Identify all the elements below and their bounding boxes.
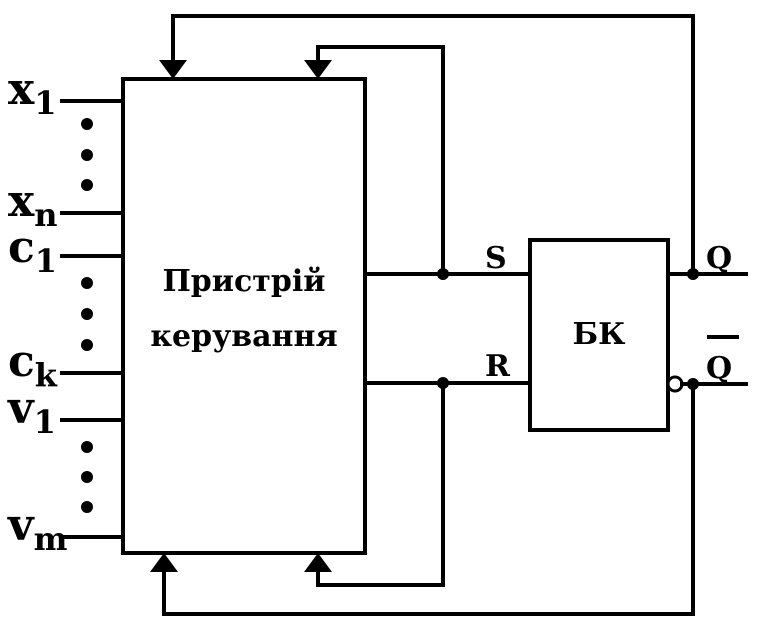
ellipsis-dot bbox=[81, 441, 93, 453]
arrow-down-icon bbox=[304, 60, 332, 79]
input-labels: x1 xn c1 ck v1 vm bbox=[7, 64, 68, 558]
ellipsis-dot bbox=[81, 277, 93, 289]
ellipsis-dot bbox=[81, 339, 93, 351]
q-bar-feedback-loop bbox=[162, 382, 695, 616]
control-unit-block bbox=[121, 77, 367, 555]
control-unit-label-line2: керування bbox=[150, 319, 337, 354]
input-label-v1: v1 bbox=[7, 383, 56, 441]
input-label-xn: xn bbox=[8, 176, 58, 234]
ellipsis-dots bbox=[81, 118, 93, 513]
ellipsis-dot bbox=[81, 308, 93, 320]
flipflop-label: БК bbox=[573, 317, 626, 352]
arrow-up-icon bbox=[304, 553, 332, 572]
input-label-vm: vm bbox=[7, 500, 68, 558]
q-bar-output-label: Q bbox=[706, 351, 732, 386]
input-label-x1: x1 bbox=[8, 64, 57, 122]
control-unit-label-line1: Пристрій bbox=[162, 264, 325, 299]
r-feedback-loop bbox=[316, 381, 445, 587]
q-output-label: Q bbox=[706, 241, 732, 276]
s-feedback-loop bbox=[316, 45, 445, 276]
inversion-bubble bbox=[666, 375, 684, 393]
ellipsis-dot bbox=[81, 501, 93, 513]
ellipsis-dot bbox=[81, 118, 93, 130]
input-label-ck: ck bbox=[8, 336, 58, 394]
r-input-label: R bbox=[485, 349, 511, 384]
q-feedback-loop bbox=[171, 14, 695, 276]
input-lines bbox=[60, 99, 125, 539]
s-input-label: S bbox=[485, 241, 507, 276]
ellipsis-dot bbox=[81, 149, 93, 161]
arrow-down-icon bbox=[159, 60, 187, 79]
flipflop-block bbox=[528, 238, 670, 432]
arrow-up-icon bbox=[150, 553, 178, 572]
ellipsis-dot bbox=[81, 179, 93, 191]
ellipsis-dot bbox=[81, 471, 93, 483]
input-label-c1: c1 bbox=[8, 222, 57, 280]
